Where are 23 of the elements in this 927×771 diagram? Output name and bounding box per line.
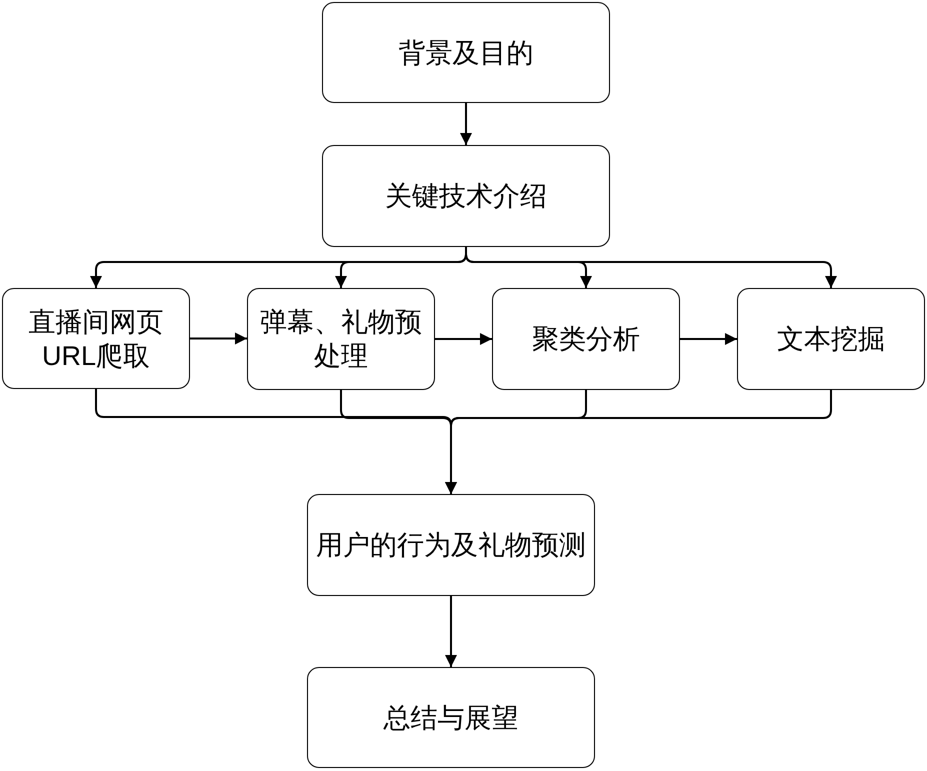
process-box [322, 2, 610, 103]
arrow [445, 596, 457, 667]
arrow [680, 333, 737, 345]
box-label: 聚类分析 [532, 323, 640, 356]
process-box [492, 288, 680, 390]
box-label: 直播间网页URL爬取 [28, 306, 164, 372]
arrow [460, 103, 472, 145]
box-label: 总结与展望 [384, 702, 518, 734]
box-label: 关键技术介绍 [385, 180, 547, 213]
arrow [435, 333, 492, 345]
process-box [307, 494, 595, 596]
process-box [307, 667, 595, 768]
arrow [190, 332, 247, 344]
box-label: 用户的行为及礼物预测 [316, 529, 586, 562]
arrow [465, 247, 837, 288]
process-box [2, 288, 190, 389]
box-label: 弹幕、礼物预处理 [259, 306, 423, 373]
box-label: 背景及目的 [398, 36, 534, 70]
process-box [322, 145, 610, 247]
process-box [247, 288, 435, 390]
process-box [737, 288, 925, 390]
arrow [445, 390, 832, 494]
box-label: 文本挖掘 [777, 323, 885, 356]
